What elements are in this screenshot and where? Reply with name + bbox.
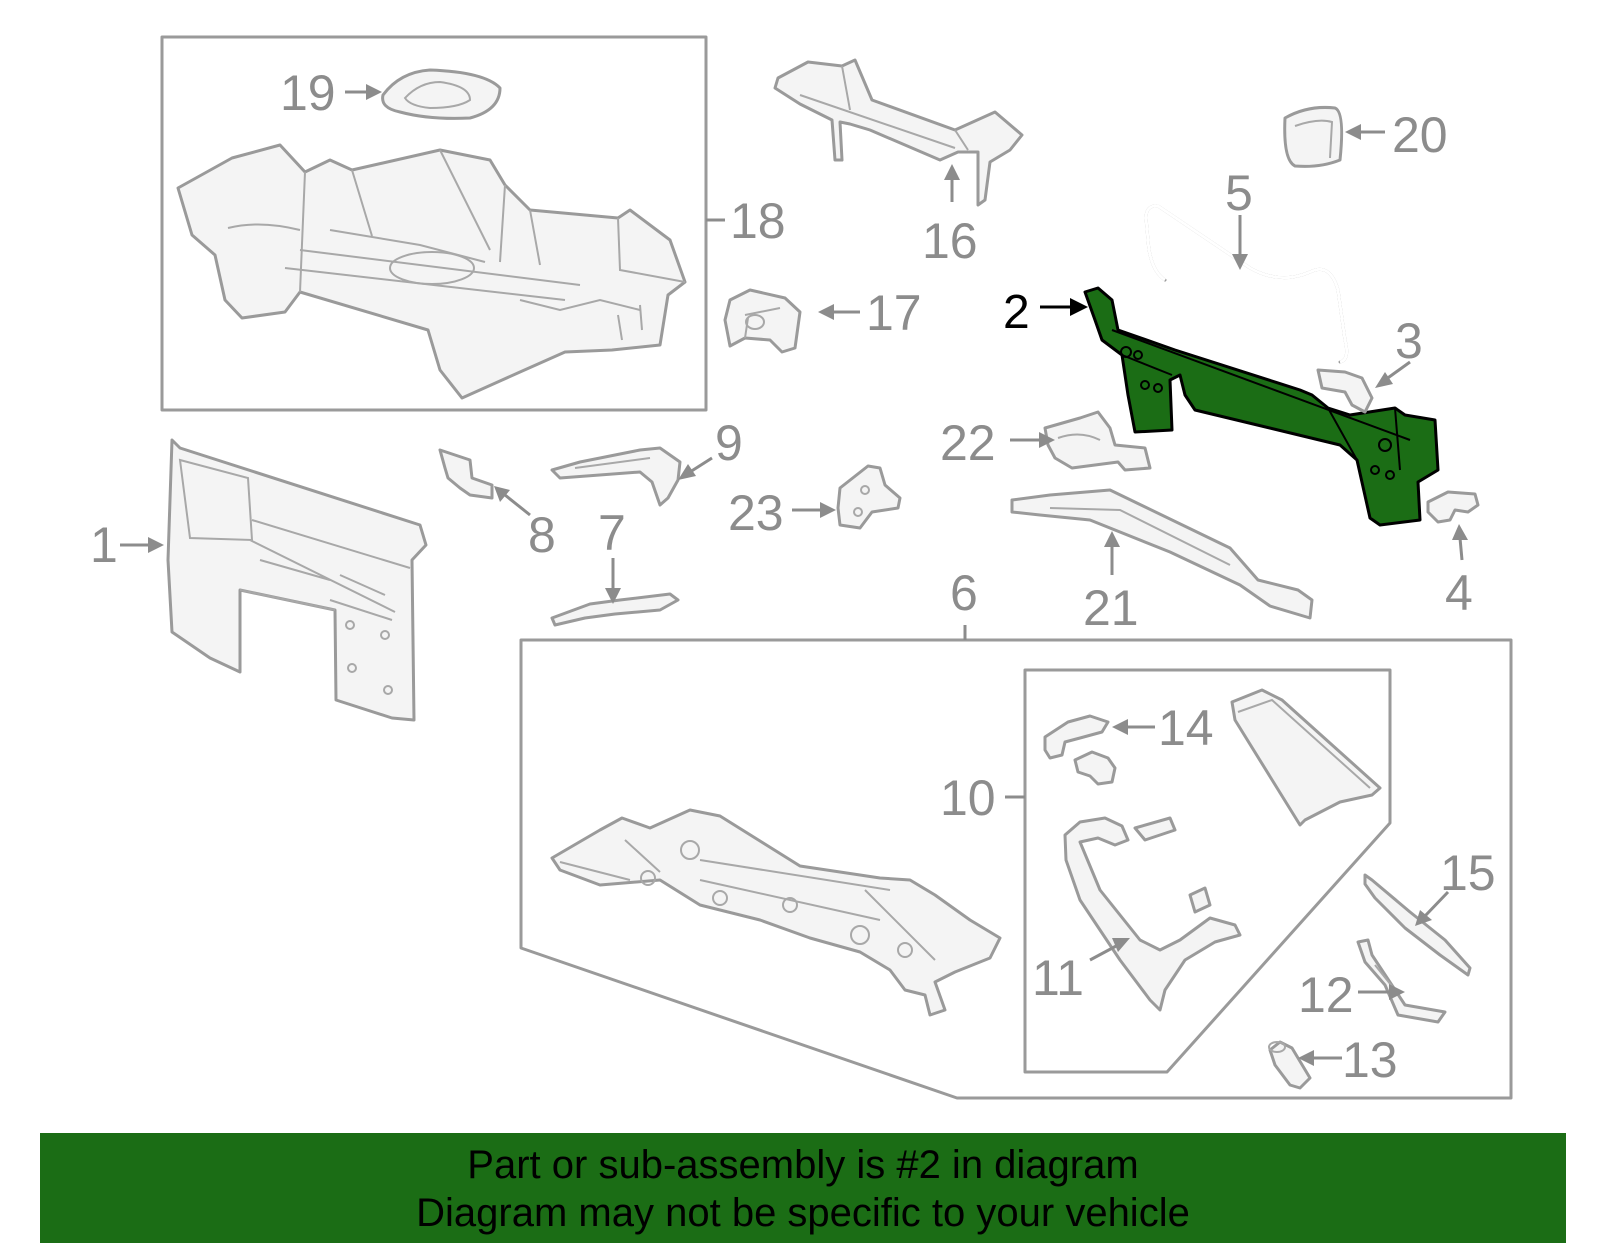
callout-labels: 19 18 16 20 5 2 3 17 22 4 21 9 8 23 1 7 … xyxy=(90,65,1496,1088)
callout-21: 21 xyxy=(1083,580,1139,636)
part-10-trim-panel[interactable] xyxy=(1230,688,1382,827)
callout-8: 8 xyxy=(528,507,556,563)
callout-12: 12 xyxy=(1298,967,1354,1023)
part-9-bracket[interactable] xyxy=(550,446,682,507)
callout-11: 11 xyxy=(1032,950,1084,1006)
callout-23: 23 xyxy=(728,485,784,541)
callout-19: 19 xyxy=(280,65,336,121)
part-1-rear-panel[interactable] xyxy=(166,438,428,722)
callout-18: 18 xyxy=(730,193,786,249)
part-3-bracket[interactable] xyxy=(1316,368,1374,414)
banner-line-2: Diagram may not be specific to your vehi… xyxy=(416,1191,1190,1235)
part-11-pillar-trim[interactable] xyxy=(1063,816,1242,1012)
callout-1: 1 xyxy=(90,517,118,573)
group-box-10 xyxy=(1023,668,1392,1074)
part-4-clip[interactable] xyxy=(1426,490,1480,524)
callout-7: 7 xyxy=(598,505,626,561)
callout-6: 6 xyxy=(950,565,978,621)
callout-10: 10 xyxy=(940,770,996,826)
callout-9: 9 xyxy=(715,415,743,471)
part-16-crossmember[interactable] xyxy=(773,58,1024,207)
part-18-floor-pan[interactable] xyxy=(176,143,687,400)
part-14-bracket[interactable] xyxy=(1043,714,1117,786)
leader-lines xyxy=(120,84,1468,1066)
callout-20: 20 xyxy=(1392,107,1448,163)
part-19-cover[interactable] xyxy=(381,68,502,120)
part-5-rod[interactable] xyxy=(1144,204,1349,364)
callout-4: 4 xyxy=(1445,565,1473,621)
callout-15: 15 xyxy=(1440,845,1496,901)
callout-17: 17 xyxy=(866,285,922,341)
part-12-strut[interactable] xyxy=(1356,938,1447,1024)
part-8-clip[interactable] xyxy=(438,448,494,500)
callout-13: 13 xyxy=(1342,1032,1398,1088)
info-banner: Part or sub-assembly is #2 in diagram Di… xyxy=(40,1133,1566,1243)
part-21-rail[interactable] xyxy=(1010,488,1314,620)
callout-22: 22 xyxy=(940,415,996,471)
part-6-side-rail[interactable] xyxy=(550,808,1002,1017)
part-22-bracket[interactable] xyxy=(1043,410,1152,472)
parts-diagram: 19 18 16 20 5 2 3 17 22 4 21 9 8 23 1 7 … xyxy=(90,35,1513,1100)
group-box-18 xyxy=(160,35,708,412)
callout-5: 5 xyxy=(1225,165,1253,221)
callout-14: 14 xyxy=(1158,700,1214,756)
part-2-panel-highlighted[interactable] xyxy=(1083,286,1440,527)
callout-16: 16 xyxy=(922,213,978,269)
part-23-bracket[interactable] xyxy=(836,464,902,530)
callout-2: 2 xyxy=(1003,286,1030,339)
part-20-plug[interactable] xyxy=(1283,106,1344,168)
banner-line-1: Part or sub-assembly is #2 in diagram xyxy=(467,1143,1139,1187)
part-7-bracket[interactable] xyxy=(550,592,680,627)
part-17-reinforcement[interactable] xyxy=(723,288,802,354)
group-box-6 xyxy=(519,638,1513,1100)
callout-3: 3 xyxy=(1395,313,1423,369)
part-13-pin[interactable] xyxy=(1268,1040,1312,1090)
